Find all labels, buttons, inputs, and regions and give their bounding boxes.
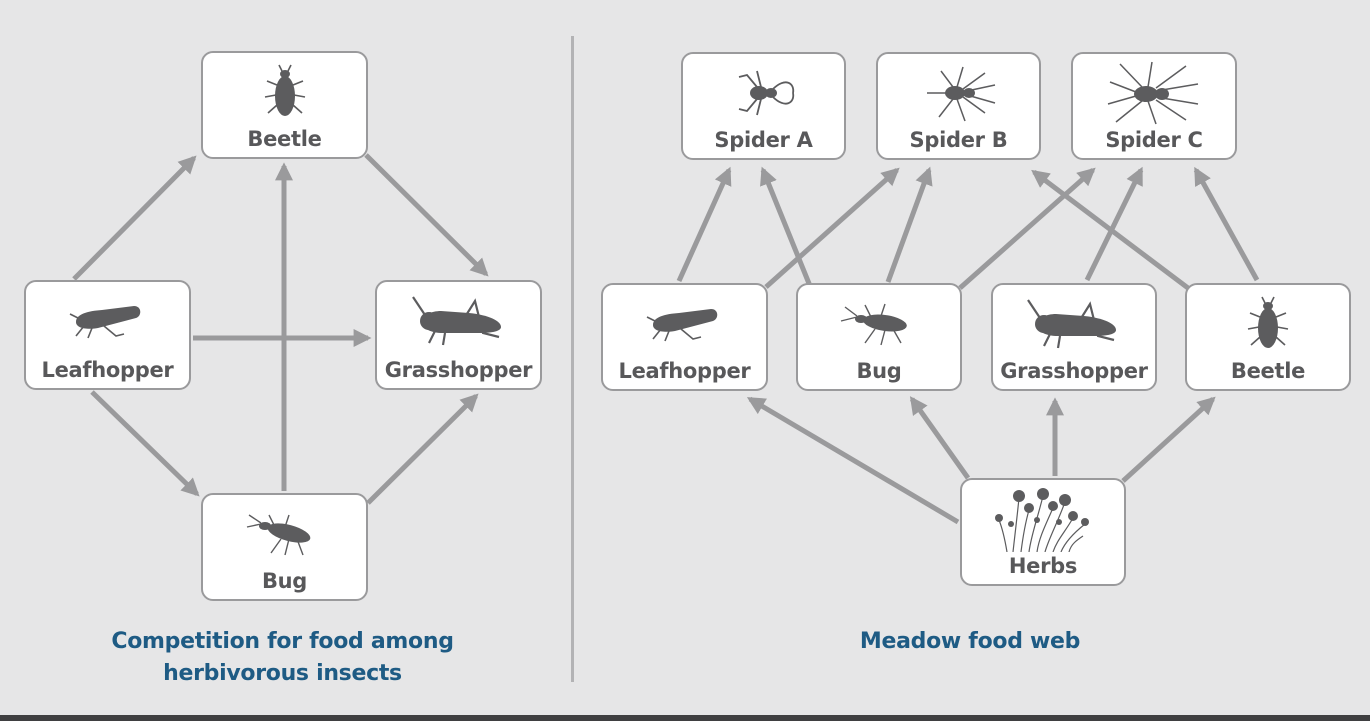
node-label: Beetle — [247, 127, 322, 151]
node-grasshopper: Grasshopper — [991, 283, 1157, 391]
node-label: Leafhopper — [41, 358, 174, 382]
node-beetle: Beetle — [1185, 283, 1351, 391]
bottom-bar — [0, 715, 1370, 721]
beetle-icon — [203, 63, 366, 121]
node-leafhopper: Leafhopper — [24, 280, 191, 390]
node-label: Spider B — [909, 128, 1008, 152]
node-label: Bug — [261, 569, 308, 593]
left-caption-line2: herbivorous insects — [163, 661, 402, 686]
leafhopper-icon — [26, 292, 189, 350]
herbs-icon — [962, 484, 1124, 552]
right-arrow-leafhopper-to-spider-a — [676, 166, 732, 283]
node-leafhopper: Leafhopper — [601, 283, 768, 391]
node-spider-b: Spider B — [876, 52, 1041, 160]
spider-icon — [683, 64, 844, 122]
left-arrow-beetle-to-grasshopper — [364, 153, 489, 277]
node-grasshopper: Grasshopper — [375, 280, 542, 390]
right-arrow-leafhopper-to-spider-b — [764, 167, 900, 289]
node-spider-c: Spider C — [1071, 52, 1237, 160]
left-arrow-bug-to-grasshopper — [366, 393, 479, 505]
bug-icon — [203, 505, 366, 563]
left-arrow-leafhopper-to-bug — [90, 390, 200, 497]
left-caption-line1: Competition for food among — [111, 629, 454, 654]
right-arrow-herbs-to-leafhopper — [746, 396, 960, 525]
left-arrow-leafhopper-to-beetle — [72, 155, 197, 281]
beetle-icon — [1187, 295, 1349, 353]
node-label: Grasshopper — [384, 358, 533, 382]
panel-divider — [571, 36, 574, 682]
grasshopper-icon — [377, 292, 540, 350]
right-arrow-beetle-to-spider-b — [1031, 169, 1190, 290]
right-arrow-bug-to-spider-b — [885, 166, 933, 283]
right-arrow-grasshopper-to-spider-c — [1084, 166, 1144, 282]
node-bug: Bug — [201, 493, 368, 601]
right-edges — [676, 166, 1260, 525]
node-label: Bug — [856, 359, 902, 383]
left-caption: Competition for food among herbivorous i… — [60, 626, 505, 690]
right-arrow-bug-to-spider-c — [958, 167, 1096, 290]
node-bug: Bug — [796, 283, 962, 391]
right-caption: Meadow food web — [859, 629, 1081, 654]
bug-icon — [798, 295, 960, 353]
node-label: Leafhopper — [618, 359, 751, 383]
node-label: Herbs — [1008, 554, 1078, 578]
node-label: Beetle — [1230, 359, 1306, 383]
node-beetle: Beetle — [201, 51, 368, 159]
left-edges — [72, 153, 489, 505]
right-arrow-bug-to-spider-a — [760, 166, 813, 287]
right-arrow-herbs-to-bug — [909, 396, 971, 480]
node-spider-a: Spider A — [681, 52, 846, 160]
leafhopper-icon — [603, 295, 766, 353]
spider-icon — [1073, 61, 1235, 125]
grasshopper-icon — [993, 295, 1155, 353]
spider-icon — [878, 64, 1039, 122]
node-label: Grasshopper — [1000, 359, 1148, 383]
right-arrow-beetle-to-spider-c — [1193, 166, 1260, 282]
node-label: Spider A — [714, 128, 813, 152]
node-herbs: Herbs — [960, 478, 1126, 586]
node-label: Spider C — [1105, 128, 1203, 152]
right-arrow-herbs-to-beetle — [1121, 396, 1216, 483]
